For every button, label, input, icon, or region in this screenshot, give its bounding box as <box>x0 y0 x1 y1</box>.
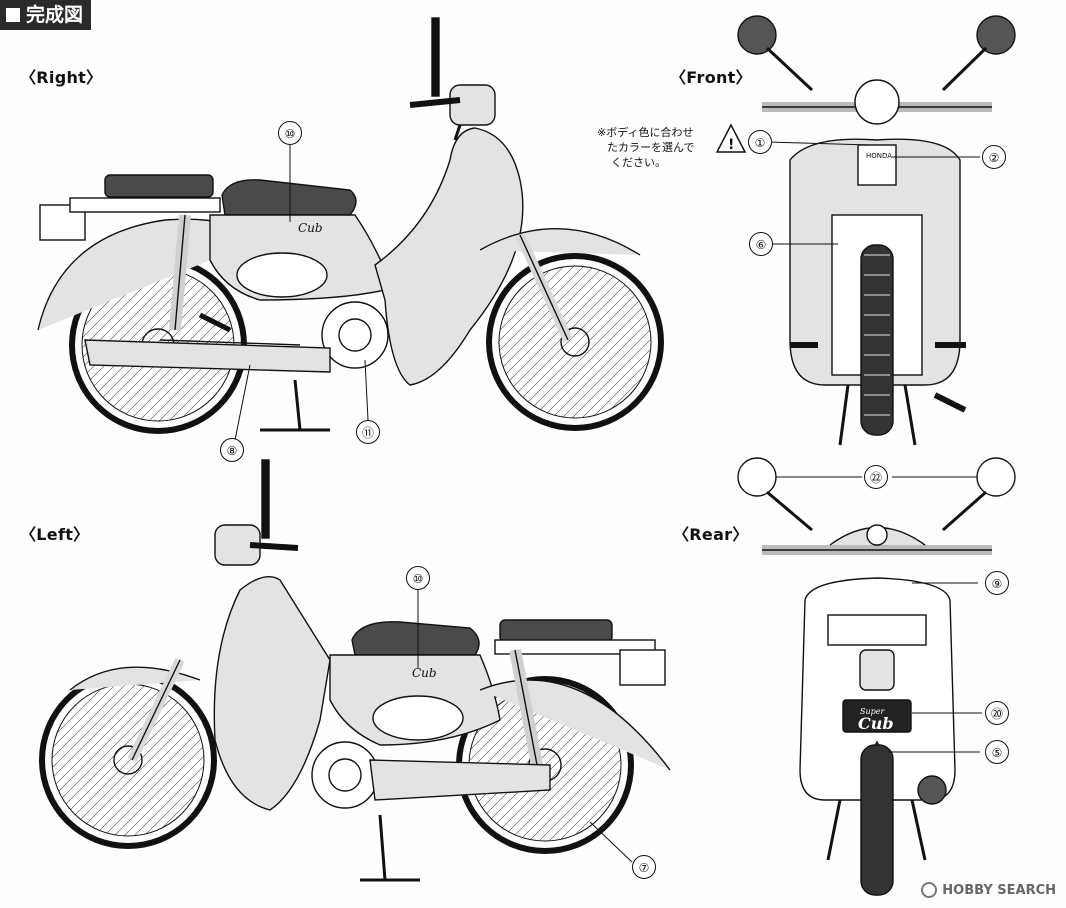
left-cub-decal: Cub <box>412 666 437 680</box>
front-leader-lines <box>767 141 980 245</box>
callout-22: ㉒ <box>864 465 888 489</box>
caution-triangle-icon <box>715 123 747 153</box>
callout-9: ⑨ <box>985 571 1009 595</box>
rear-cub-decal: Cub <box>858 714 894 733</box>
square-bullet-icon <box>6 8 20 22</box>
callout-10-left: ⑩ <box>406 566 430 590</box>
title-bar: 完成図 <box>0 0 92 30</box>
left-leader-lines <box>417 590 633 863</box>
note-line-1: ※ボディ色に合わせ <box>597 126 694 139</box>
page-title: 完成図 <box>26 4 84 26</box>
right-view-bike <box>37 17 664 434</box>
right-front-wheel <box>486 253 664 431</box>
color-note: ※ボディ色に合わせ たカラーを選んで ください。 <box>597 125 722 170</box>
callout-11: ⑪ <box>356 420 380 444</box>
callout-8: ⑧ <box>220 438 244 462</box>
watermark-text: HOBBY SEARCH <box>942 882 1056 898</box>
callout-20: ⑳ <box>985 701 1009 725</box>
right-leader-lines <box>234 145 369 441</box>
callout-10-right: ⑩ <box>278 121 302 145</box>
callout-5: ⑤ <box>985 740 1009 764</box>
view-label-left: 〈Left〉 <box>20 525 90 544</box>
right-cub-decal: Cub <box>298 221 323 235</box>
rear-leader-lines <box>776 476 982 753</box>
callout-6: ⑥ <box>749 232 773 256</box>
rear-super-decal: Super <box>860 707 885 716</box>
view-label-rear: 〈Rear〉 <box>673 525 749 544</box>
callout-2: ② <box>982 145 1006 169</box>
svg-text:!: ! <box>728 137 734 153</box>
note-line-2: たカラーを選んで <box>607 141 695 154</box>
callout-7: ⑦ <box>632 855 656 879</box>
rear-view-bike <box>737 457 1016 896</box>
left-view-bike <box>39 459 671 882</box>
note-line-3: ください。 <box>611 156 666 169</box>
front-honda-emblem: HONDA <box>866 152 892 160</box>
front-view-bike <box>737 15 1016 446</box>
hobby-search-logo-icon <box>921 882 938 898</box>
callout-1: ① <box>748 130 772 154</box>
view-label-right: 〈Right〉 <box>20 68 103 87</box>
watermark: HOBBY SEARCH <box>921 882 1056 898</box>
view-label-front: 〈Front〉 <box>670 68 752 87</box>
